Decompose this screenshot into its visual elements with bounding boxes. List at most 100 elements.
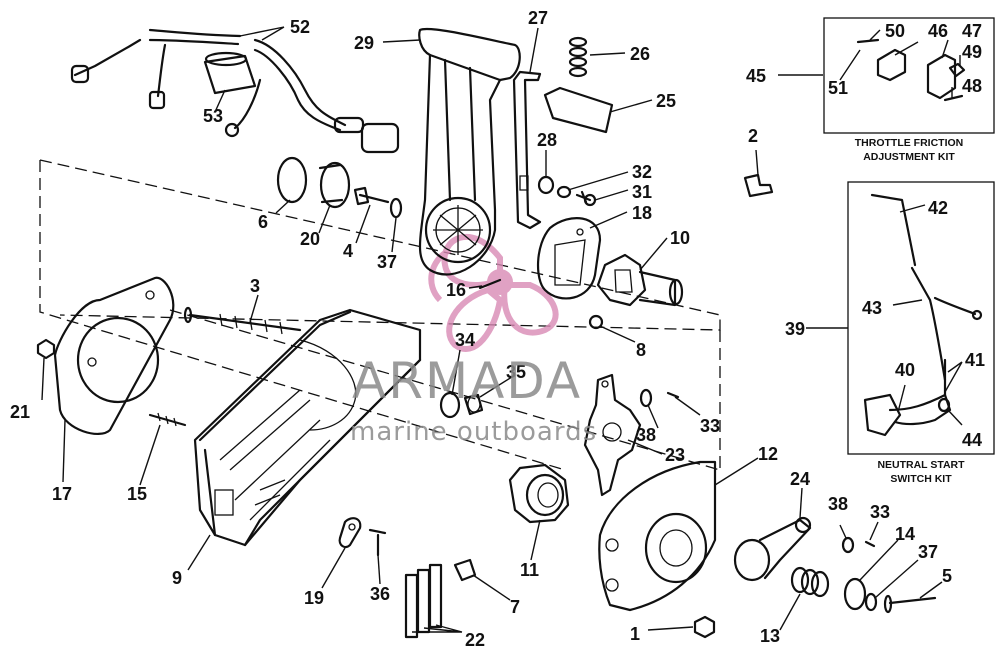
callout-33-lower: 33 — [870, 502, 890, 522]
callout-48: 48 — [962, 76, 982, 96]
screw-16 — [478, 278, 502, 290]
pads-plug — [404, 558, 477, 639]
callout-41: 41 — [965, 350, 985, 370]
hub-parts — [276, 156, 403, 219]
pin-33a — [666, 391, 680, 399]
nut-21 — [36, 338, 56, 360]
washer-38a — [639, 388, 653, 408]
spring-26 — [568, 36, 588, 78]
callout-22: 22 — [465, 630, 485, 650]
callout-27: 27 — [528, 8, 548, 28]
callout-34: 34 — [455, 330, 475, 350]
neutral-kit-caption-2: SWITCH KIT — [890, 473, 952, 485]
friction-pad — [543, 86, 614, 134]
callout-19: 19 — [304, 588, 324, 608]
throttle-kit-box — [823, 17, 995, 134]
callout-17: 17 — [52, 484, 72, 504]
watermark-brand: ARMADA — [352, 352, 582, 410]
callout-3: 3 — [250, 276, 260, 296]
leader-lines — [41, 26, 963, 633]
callout-46: 46 — [928, 21, 948, 41]
callout-39: 39 — [785, 319, 805, 339]
callout-23: 23 — [665, 445, 685, 465]
callout-38-lower: 38 — [828, 494, 848, 514]
long-bolt — [183, 306, 302, 335]
callout-35: 35 — [506, 362, 526, 382]
callout-37-upper: 37 — [377, 252, 397, 272]
callout-25: 25 — [656, 91, 676, 111]
callout-5: 5 — [942, 566, 952, 586]
callout-12: 12 — [758, 444, 778, 464]
callout-43: 43 — [862, 298, 882, 318]
callout-labels: 52 53 29 27 26 25 28 32 31 18 10 6 20 4 … — [10, 8, 985, 650]
callout-13: 13 — [760, 626, 780, 646]
callout-7: 7 — [510, 597, 520, 617]
lower-small-parts — [841, 536, 937, 614]
callout-26: 26 — [630, 44, 650, 64]
callout-52: 52 — [290, 17, 310, 37]
detent-plate — [536, 217, 602, 300]
callout-36: 36 — [370, 584, 390, 604]
callout-1: 1 — [630, 624, 640, 644]
callout-53: 53 — [203, 106, 223, 126]
callout-51: 51 — [828, 78, 848, 98]
callout-31: 31 — [632, 182, 652, 202]
callout-29: 29 — [354, 33, 374, 53]
throttle-kit-parts — [856, 38, 966, 102]
throttle-kit-caption-1: THROTTLE FRICTION — [855, 137, 964, 149]
spring-13 — [790, 566, 830, 598]
callout-9: 9 — [172, 568, 182, 588]
callout-10: 10 — [670, 228, 690, 248]
shift-gear — [508, 463, 570, 524]
gasket — [53, 276, 175, 435]
callout-11: 11 — [520, 560, 539, 580]
watermark-logo — [428, 234, 559, 352]
terminal-clip — [743, 173, 774, 198]
assembly-outline — [39, 159, 721, 471]
callout-33-upper: 33 — [700, 416, 720, 436]
neutral-kit-parts — [863, 193, 983, 437]
lever-arm — [733, 516, 812, 582]
cover-plate — [598, 460, 717, 612]
small-washers — [537, 175, 597, 207]
shift-lever — [583, 373, 642, 497]
control-housing — [193, 308, 422, 547]
screw-15 — [148, 412, 187, 427]
callout-47: 47 — [962, 21, 982, 41]
callout-28: 28 — [537, 130, 557, 150]
callout-37-lower: 37 — [918, 542, 938, 562]
detent-ball — [588, 314, 604, 330]
battery-cables — [70, 28, 400, 154]
callout-20: 20 — [300, 229, 320, 249]
neutral-kit-caption-1: NEUTRAL START — [877, 459, 965, 471]
callout-18: 18 — [632, 203, 652, 223]
kit-captions: THROTTLE FRICTION ADJUSTMENT KIT NEUTRAL… — [855, 137, 965, 485]
callout-4: 4 — [343, 241, 353, 261]
callout-32: 32 — [632, 162, 652, 182]
shaft-assembly — [596, 253, 684, 307]
callout-14: 14 — [895, 524, 915, 544]
throttle-kit-caption-2: ADJUSTMENT KIT — [863, 151, 955, 163]
shift-rod — [512, 70, 542, 230]
callout-50: 50 — [885, 21, 905, 41]
cable-sleeve — [203, 51, 257, 95]
callout-16: 16 — [446, 280, 466, 300]
washer-bushing — [439, 391, 484, 419]
callout-49: 49 — [962, 42, 982, 62]
watermark-tagline: marine outboards — [350, 417, 597, 447]
callout-45: 45 — [746, 66, 766, 86]
callout-15: 15 — [127, 484, 147, 504]
callout-44: 44 — [962, 430, 982, 450]
callout-42: 42 — [928, 198, 948, 218]
control-handle — [418, 27, 521, 276]
callout-8: 8 — [636, 340, 646, 360]
callout-6: 6 — [258, 212, 268, 232]
nut-1 — [693, 615, 716, 639]
callout-40: 40 — [895, 360, 915, 380]
callout-24: 24 — [790, 469, 810, 489]
neutral-kit-box — [847, 181, 995, 455]
callout-2: 2 — [748, 126, 758, 146]
clip-screw — [338, 517, 387, 557]
